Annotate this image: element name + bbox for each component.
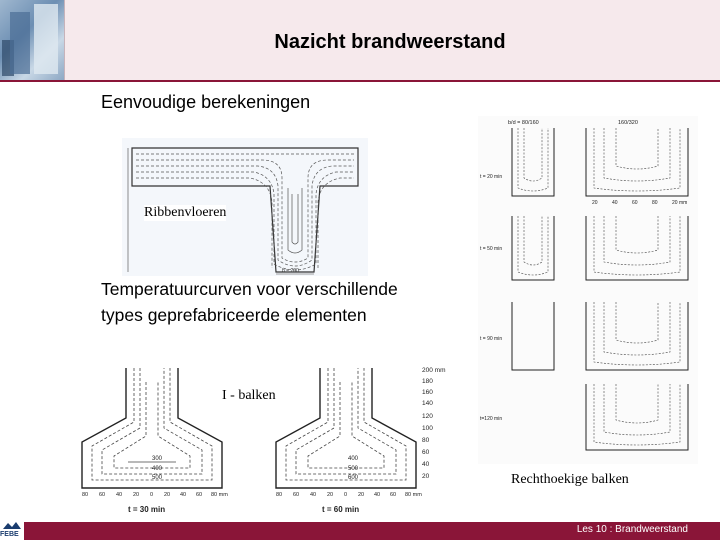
rect-xtick-3: 80 [652, 200, 658, 206]
rect-time-2: t = 90 min [480, 336, 502, 342]
header-divider [0, 80, 720, 82]
i-beam-right-xtick-5: 20 [358, 492, 364, 498]
i-beam-left-xtick-8: 80 mm [211, 492, 228, 498]
i-beam-right-xtick-0: 80 [276, 492, 282, 498]
rect-time-0: t = 20 min [480, 174, 502, 180]
i-beam-right-temp-1: 400 [348, 456, 359, 462]
i-beam-left-xtick-1: 60 [99, 492, 105, 498]
i-beam-scale-3: 140 [422, 400, 433, 407]
i-beam-right-xtick-8: 80 mm [405, 492, 422, 498]
i-beam-left-xtick-7: 60 [196, 492, 202, 498]
i-beam-scale-9: 20 [422, 473, 430, 480]
ribbed-floor-caption: Ribbenvloeren [144, 205, 227, 221]
i-beam-caption: I - balken [222, 388, 276, 404]
i-beam-left-temp-1: 300 [152, 456, 163, 462]
rect-xtick-2: 60 [632, 200, 638, 206]
rect-beam-caption: Rechthoekige balken [511, 472, 629, 488]
i-beam-left-xtick-3: 20 [133, 492, 139, 498]
i-beam-left-temp-3: 500 [152, 475, 163, 481]
subheading-line-2: types geprefabriceerde elementen [101, 305, 367, 325]
ribbed-floor-figure: b = 200 [122, 138, 368, 276]
i-beam-right-xtick-6: 40 [374, 492, 380, 498]
rect-row-90: t = 90 min [480, 302, 689, 371]
i-beam-scale-7: 60 [422, 449, 430, 456]
rect-xtick-4: 20 mm [672, 200, 687, 206]
rect-time-1: t = 50 min [480, 246, 502, 252]
subheading-line-1: Temperatuurcurven voor verschillende [101, 279, 398, 299]
rect-xtick-1: 40 [612, 200, 618, 206]
i-beam-scale-8: 40 [422, 461, 430, 468]
rect-time-3: t=120 min [480, 416, 502, 422]
i-beam-right-time: t = 60 min [322, 505, 359, 514]
i-beam-left-xtick-6: 40 [180, 492, 186, 498]
i-beam-left-time: t = 30 min [128, 505, 165, 514]
building-photo [0, 0, 65, 80]
i-beam-left-xtick-4: 0 [150, 492, 153, 498]
i-beam-left-xtick-5: 20 [164, 492, 170, 498]
rect-beam-figure: b/d = 80/160 160/320 t = 20 min t = 50 m… [478, 116, 698, 464]
rect-header-left: b/d = 80/160 [508, 120, 539, 126]
footer-bar [24, 522, 720, 540]
i-beam-right-temp-2: 500 [348, 466, 359, 472]
rect-header-right: 160/320 [618, 120, 638, 126]
header-band [0, 0, 720, 80]
i-beam-figure: 300 400 500 400 500 600 200 mm 180 160 1… [72, 362, 454, 520]
rect-row-50: t = 50 min [480, 216, 689, 281]
i-beam-right-xtick-4: 0 [344, 492, 347, 498]
footer-text: Les 10 : Brandweerstand [576, 524, 688, 535]
i-beam-right-temp-3: 600 [348, 475, 359, 481]
i-beam-scale-2: 160 [422, 389, 433, 396]
section-subheading: Temperatuurcurven voor verschillende typ… [101, 276, 398, 328]
febe-logo-text: FEBE [0, 531, 19, 538]
i-beam-scale-5: 100 [422, 425, 433, 432]
i-beam-scale-0: 200 mm [422, 367, 445, 374]
i-beam-left-xtick-2: 40 [116, 492, 122, 498]
rect-row-20: t = 20 min [480, 128, 689, 197]
svg-text:b = 200: b = 200 [282, 268, 299, 274]
i-beam-scale-4: 120 [422, 413, 433, 420]
i-beam-left-temp-2: 400 [152, 466, 163, 472]
i-beam-scale-1: 180 [422, 378, 433, 385]
i-beam-scale-6: 80 [422, 437, 430, 444]
i-beam-right-xtick-2: 40 [310, 492, 316, 498]
rect-row-120: t=120 min [480, 384, 689, 451]
section-heading: Eenvoudige berekeningen [101, 92, 311, 112]
i-beam-right-xtick-1: 60 [293, 492, 299, 498]
i-beam-right-xtick-7: 60 [390, 492, 396, 498]
i-beam-right-xtick-3: 20 [327, 492, 333, 498]
rect-xtick-0: 20 [592, 200, 598, 206]
slide-title: Nazicht brandweerstand [274, 31, 506, 53]
i-beam-left-xtick-0: 80 [82, 492, 88, 498]
febe-logo-icon [0, 520, 24, 540]
